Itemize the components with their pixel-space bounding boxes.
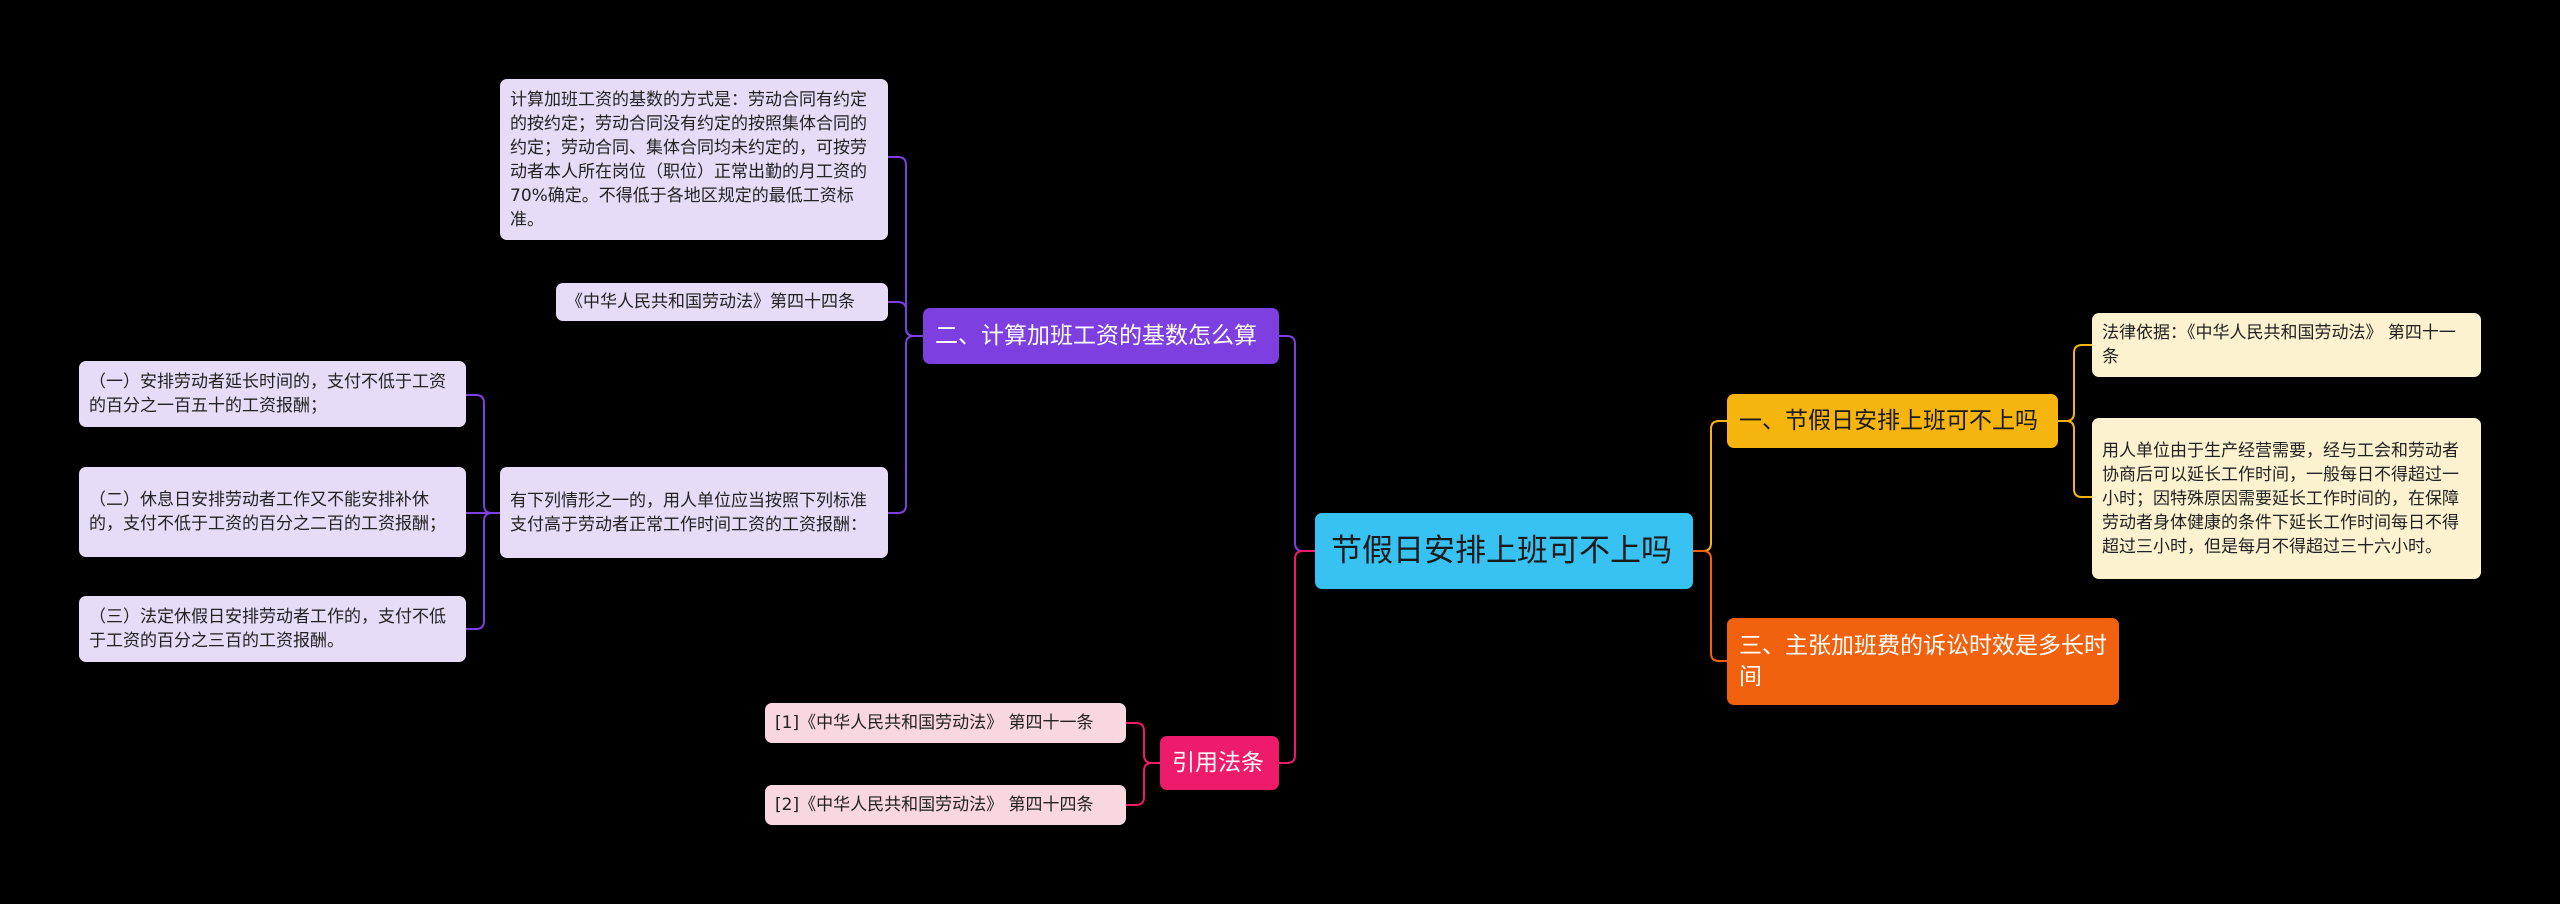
root-topic[interactable]: 节假日安排上班可不上吗 (1315, 513, 1693, 589)
leaf-cited-law-2[interactable]: [2]《中华人民共和国劳动法》 第四十四条 (765, 785, 1126, 825)
link-root-branch3 (1693, 550, 1727, 662)
branch-overtime-base-label: 二、计算加班工资的基数怎么算 (935, 322, 1257, 349)
leaf-legal-basis-text: 法律依据：《中华人民共和国劳动法》 第四十一条 (2102, 323, 2456, 367)
branch-cited-laws-label: 引用法条 (1172, 749, 1264, 776)
root-topic-label: 节假日安排上班可不上吗 (1331, 533, 1672, 569)
leaf-cited-law-1-text: [1]《中华人民共和国劳动法》 第四十一条 (775, 713, 1094, 733)
branch-holiday-work[interactable]: 一、节假日安排上班可不上吗 (1727, 394, 2058, 448)
link-child3-sub1 (466, 394, 500, 514)
branch-overtime-base[interactable]: 二、计算加班工资的基数怎么算 (923, 308, 1279, 364)
leaf-pay-standards[interactable]: 有下列情形之一的，用人单位应当按照下列标准支付高于劳动者正常工作时间工资的工资报… (500, 467, 888, 558)
leaf-extended-hours[interactable]: （一）安排劳动者延长时间的，支付不低于工资的百分之一百五十的工资报酬； (79, 361, 466, 427)
leaf-labor-law-art44[interactable]: 《中华人民共和国劳动法》第四十四条 (556, 283, 888, 321)
leaf-extended-hours-rule[interactable]: 用人单位由于生产经营需要，经与工会和劳动者协商后可以延长工作时间，一般每日不得超… (2092, 418, 2481, 579)
leaf-cited-law-1[interactable]: [1]《中华人民共和国劳动法》 第四十一条 (765, 703, 1126, 743)
link-branch2-child2 (888, 301, 923, 337)
branch-limitation-period-label: 三、主张加班费的诉讼时效是多长时间 (1739, 632, 2107, 690)
leaf-pay-standards-text: 有下列情形之一的，用人单位应当按照下列标准支付高于劳动者正常工作时间工资的工资报… (510, 490, 867, 535)
leaf-rest-day-work[interactable]: （二）休息日安排劳动者工作又不能安排补休的，支付不低于工资的百分之二百的工资报酬… (79, 467, 466, 557)
link-branch4-child2 (1126, 762, 1160, 806)
link-branch4-child1 (1126, 722, 1160, 764)
leaf-rest-day-work-text: （二）休息日安排劳动者工作又不能安排补休的，支付不低于工资的百分之二百的工资报酬… (89, 490, 446, 534)
leaf-holiday-work[interactable]: （三）法定休假日安排劳动者工作的，支付不低于工资的百分之三百的工资报酬。 (79, 596, 466, 662)
link-root-branch2 (1279, 335, 1315, 552)
link-branch1-child1 (2058, 344, 2092, 422)
leaf-labor-law-art44-text: 《中华人民共和国劳动法》第四十四条 (566, 292, 855, 312)
link-root-branch1 (1693, 420, 1727, 552)
branch-limitation-period[interactable]: 三、主张加班费的诉讼时效是多长时间 (1727, 618, 2119, 705)
branch-cited-laws[interactable]: 引用法条 (1160, 736, 1279, 790)
leaf-extended-hours-text: （一）安排劳动者延长时间的，支付不低于工资的百分之一百五十的工资报酬； (89, 372, 446, 416)
leaf-overtime-base-method-text: 计算加班工资的基数的方式是：劳动合同有约定的按约定；劳动合同没有约定的按照集体合… (510, 89, 867, 230)
link-root-branch4 (1279, 550, 1315, 764)
branch-holiday-work-label: 一、节假日安排上班可不上吗 (1739, 407, 2038, 434)
leaf-extended-hours-rule-text: 用人单位由于生产经营需要，经与工会和劳动者协商后可以延长工作时间，一般每日不得超… (2102, 440, 2459, 557)
link-branch1-child2 (2058, 420, 2092, 498)
leaf-cited-law-2-text: [2]《中华人民共和国劳动法》 第四十四条 (775, 795, 1094, 815)
leaf-holiday-work-text: （三）法定休假日安排劳动者工作的，支付不低于工资的百分之三百的工资报酬。 (89, 607, 446, 651)
leaf-legal-basis[interactable]: 法律依据：《中华人民共和国劳动法》 第四十一条 (2092, 313, 2481, 377)
link-branch2-child3 (888, 335, 923, 514)
link-child3-sub3 (466, 512, 500, 630)
leaf-overtime-base-method[interactable]: 计算加班工资的基数的方式是：劳动合同有约定的按约定；劳动合同没有约定的按照集体合… (500, 79, 888, 240)
